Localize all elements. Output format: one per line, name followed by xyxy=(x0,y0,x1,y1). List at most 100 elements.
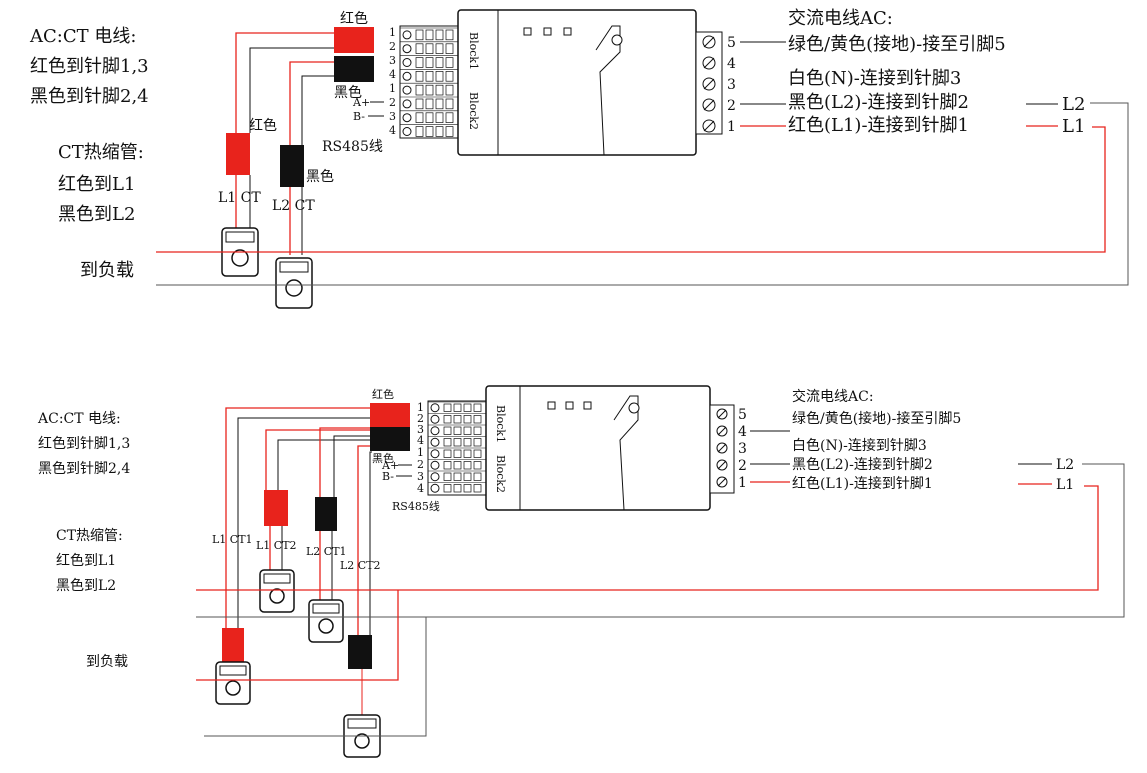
top-ct-note-2: 红色到L1 xyxy=(58,174,135,195)
svg-text:1: 1 xyxy=(417,446,424,459)
top-ac-title: 交流电线AC: xyxy=(788,8,893,29)
bottom-ct-label-4: L2 CT2 xyxy=(340,559,381,572)
svg-text:4: 4 xyxy=(389,124,396,137)
top-block1-label: Block1 xyxy=(467,32,480,70)
top-ac-line-1: 绿色/黄色(接地)-接至引脚5 xyxy=(788,34,1006,55)
svg-text:1: 1 xyxy=(389,26,396,39)
bottom-ac-line-1: 绿色/黄色(接地)-接至引脚5 xyxy=(792,410,961,427)
bottom-to-load: 到负载 xyxy=(86,654,128,670)
svg-text:1: 1 xyxy=(738,475,747,491)
top-ct2-tube xyxy=(280,145,304,187)
top-black-label: 黑色 xyxy=(334,84,362,101)
svg-text:3: 3 xyxy=(417,470,424,483)
bottom-ct-note-1: CT热缩管: xyxy=(56,528,123,544)
top-ac-line-3: 黑色(L2)-连接到针脚2 xyxy=(788,92,969,113)
bottom-rs485-label: RS485线 xyxy=(392,499,440,513)
top-ct2-clamp xyxy=(275,257,313,309)
top-wire-black-4 xyxy=(301,75,338,145)
top-left-note-2: 红色到针脚1,3 xyxy=(30,56,149,77)
top-black-label-ct: 黑色 xyxy=(306,168,334,185)
svg-text:2: 2 xyxy=(738,458,747,474)
top-black-tube-connector xyxy=(334,56,374,82)
bottom-red-label: 红色 xyxy=(372,387,394,401)
top-ct2-label: L2 CT xyxy=(272,198,315,214)
svg-text:4: 4 xyxy=(738,424,747,440)
bottom-l2-label: L2 xyxy=(1056,457,1074,473)
svg-text:4: 4 xyxy=(389,68,396,81)
top-red-label-ct: 红色 xyxy=(249,117,277,134)
bottom-ac-line-2: 白色(N)-连接到针脚3 xyxy=(792,437,927,454)
top-block2-label: Block2 xyxy=(467,92,480,130)
top-wire-red-3 xyxy=(289,61,338,145)
top-rs485-label: RS485线 xyxy=(322,139,383,155)
svg-text:3: 3 xyxy=(738,441,747,457)
bottom-l1-label: L1 xyxy=(1056,477,1074,493)
top-load-l2 xyxy=(156,102,1129,286)
top-wire-black-2 xyxy=(249,47,338,133)
bottom-clamp-l2ct1 xyxy=(308,599,344,643)
svg-text:3: 3 xyxy=(389,110,396,123)
svg-text:2: 2 xyxy=(727,98,736,114)
bottom-ct-label-1: L1 CT1 xyxy=(212,533,253,546)
top-ct1-label: L1 CT xyxy=(218,190,261,206)
top-meter-module xyxy=(457,9,697,156)
svg-text:4: 4 xyxy=(417,434,424,447)
svg-text:3: 3 xyxy=(727,77,736,93)
top-wire-red-1 xyxy=(235,32,338,133)
top-red-tube-connector xyxy=(334,27,374,53)
bottom-right-terminal xyxy=(709,404,735,494)
svg-text:2: 2 xyxy=(417,412,424,425)
bottom-red-tube-connector xyxy=(370,403,410,427)
svg-text:A+: A+ xyxy=(352,96,370,109)
svg-text:2: 2 xyxy=(389,40,396,53)
top-left-terminal xyxy=(399,25,459,139)
bottom-ct-note-3: 黑色到L2 xyxy=(56,577,116,594)
top-ct-note-1: CT热缩管: xyxy=(58,142,144,163)
top-ac-line-4: 红色(L1)-连接到针脚1 xyxy=(788,115,969,136)
svg-text:4: 4 xyxy=(417,482,424,495)
bottom-l2ct2-tube xyxy=(348,635,372,669)
svg-text:1: 1 xyxy=(727,119,736,135)
svg-text:B-: B- xyxy=(353,110,365,123)
svg-text:4: 4 xyxy=(727,56,736,72)
bottom-black-label: 黑色 xyxy=(372,451,394,465)
bottom-ct-label-2: L1 CT2 xyxy=(256,539,297,552)
svg-text:2: 2 xyxy=(389,96,396,109)
svg-text:3: 3 xyxy=(417,423,424,436)
bottom-ac-title: 交流电线AC: xyxy=(792,388,874,405)
top-l2-label: L2 xyxy=(1062,94,1085,115)
svg-text:2: 2 xyxy=(417,458,424,471)
bottom-block1-label: Block1 xyxy=(494,405,507,443)
svg-text:B-: B- xyxy=(382,470,394,483)
bottom-left-note-2: 红色到针脚1,3 xyxy=(38,435,130,452)
top-ct-note-3: 黑色到L2 xyxy=(58,204,135,225)
bottom-clamp-l1ct2 xyxy=(259,569,295,613)
top-left-note-1: AC:CT 电线: xyxy=(29,26,136,47)
bottom-l1ct1-tube xyxy=(222,628,244,662)
top-ct1-clamp xyxy=(221,227,259,277)
top-ct1-tube xyxy=(226,133,250,175)
top-load-l1 xyxy=(156,126,1106,253)
bottom-left-note-3: 黑色到针脚2,4 xyxy=(38,460,130,477)
bottom-left-terminal xyxy=(427,400,487,496)
bottom-clamp-l1ct1 xyxy=(215,661,251,705)
bottom-diagram: AC:CT 电线: 红色到针脚1,3 黑色到针脚2,4 CT热缩管: 红色到L1… xyxy=(37,385,1125,758)
svg-text:1: 1 xyxy=(389,82,396,95)
top-ac-line-2: 白色(N)-连接到针脚3 xyxy=(788,68,961,89)
top-left-note-3: 黑色到针脚2,4 xyxy=(30,86,149,107)
bottom-block2-label: Block2 xyxy=(494,455,507,493)
svg-text:5: 5 xyxy=(727,35,736,51)
svg-text:3: 3 xyxy=(389,54,396,67)
top-l1-label: L1 xyxy=(1062,116,1085,137)
bottom-left-note-1: AC:CT 电线: xyxy=(37,411,121,427)
bottom-ac-line-4: 红色(L1)-连接到针脚1 xyxy=(792,475,933,492)
top-right-terminal xyxy=(695,31,723,135)
top-red-label: 红色 xyxy=(340,10,368,27)
bottom-l2ct1-tube xyxy=(315,497,337,531)
bottom-black-tube-connector xyxy=(370,427,410,451)
bottom-ct-label-3: L2 CT1 xyxy=(306,545,347,558)
bottom-meter-module xyxy=(485,385,711,511)
svg-text:5: 5 xyxy=(738,407,747,423)
bottom-ct2-tube xyxy=(264,490,288,526)
